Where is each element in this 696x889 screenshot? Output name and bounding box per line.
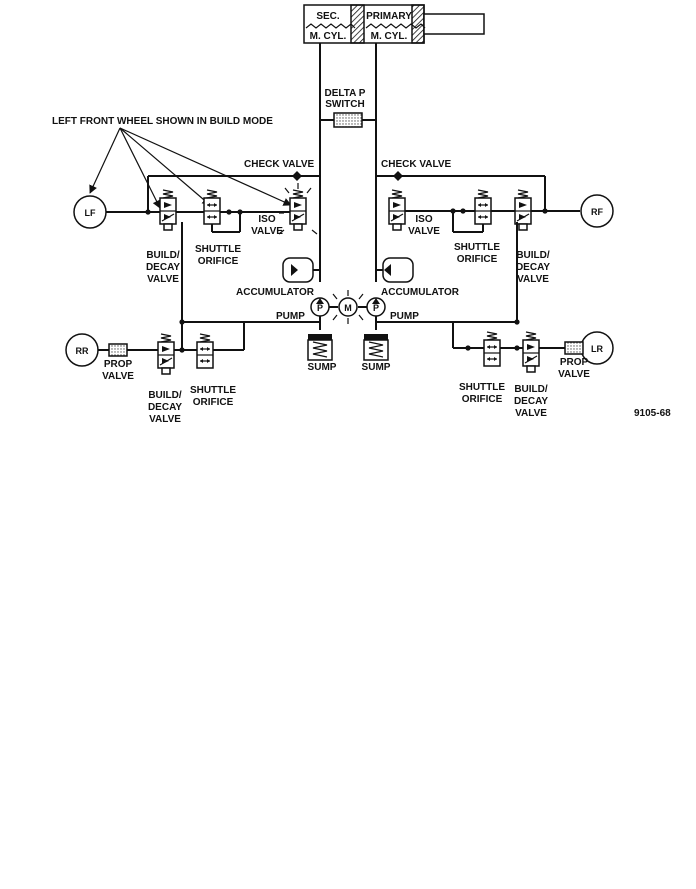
rf-shuttle-orifice [474, 189, 492, 225]
lr-prop-line1: PROP [560, 357, 589, 368]
left-pump-label: PUMP [276, 311, 305, 322]
lf-build-decay-valve [159, 189, 177, 231]
rr-prop-line1: PROP [104, 359, 133, 370]
rr-build-decay-line3: VALVE [149, 414, 181, 425]
lf-build-decay-line1: BUILD/ [146, 250, 180, 261]
left-accumulator: ACCUMULATOR [236, 287, 315, 298]
left-iso-line1: ISO [258, 214, 275, 225]
right-circuit: CHECK VALVE RF ISO VALVE SHUTTLE ORIFICE… [362, 120, 614, 419]
lf-build-decay-line2: DECAY [146, 262, 180, 273]
lr-prop-line2: VALVE [558, 369, 590, 380]
left-sump-label: SUMP [308, 362, 337, 373]
rr-build-decay-valve [157, 333, 175, 375]
primary-mcyl-line2: M. CYL. [371, 31, 408, 42]
rr-shuttle-orifice [196, 333, 214, 369]
rf-shuttle-line2: ORIFICE [457, 254, 498, 265]
lr-wheel: LR [591, 344, 603, 354]
right-iso-line1: ISO [415, 214, 432, 225]
right-sump-label: SUMP [362, 362, 391, 373]
callout-text: LEFT FRONT WHEEL SHOWN IN BUILD MODE [52, 116, 273, 127]
right-iso-valve [388, 189, 406, 231]
left-pump-symbol: P [317, 303, 323, 313]
rf-build-decay-line2: DECAY [516, 262, 550, 273]
right-pump-label: PUMP [390, 311, 419, 322]
delta-p-switch: DELTA P SWITCH [319, 43, 377, 128]
rf-wheel: RF [591, 207, 603, 217]
figure-id: 9105-68 [634, 408, 671, 419]
delta-p-line1: DELTA P [325, 88, 366, 99]
lf-build-decay-line3: VALVE [147, 274, 179, 285]
lf-shuttle-line1: SHUTTLE [195, 244, 241, 255]
left-circuit: CHECK VALVE LF BUILD/ DECAY VALVE SHUTTL… [65, 120, 337, 425]
right-pump-symbol: P [373, 303, 379, 313]
right-iso-line2: VALVE [408, 226, 440, 237]
lf-wheel: LF [85, 208, 96, 218]
left-sump [307, 333, 333, 361]
build-mode-callout: LEFT FRONT WHEEL SHOWN IN BUILD MODE [52, 116, 292, 209]
delta-p-line2: SWITCH [325, 99, 364, 110]
left-iso-valve [289, 189, 307, 231]
primary-mcyl-line1: PRIMARY [366, 11, 412, 22]
right-sump [363, 333, 389, 361]
right-accumulator: ACCUMULATOR [381, 287, 460, 298]
lr-prop-valve [564, 341, 584, 355]
lr-build-decay-line2: DECAY [514, 396, 548, 407]
rf-build-decay-line1: BUILD/ [516, 250, 550, 261]
lr-build-decay-line3: VALVE [515, 408, 547, 419]
sec-mcyl-line2: M. CYL. [310, 31, 347, 42]
master-cylinder: SEC. M. CYL. PRIMARY M. CYL. [303, 4, 485, 44]
left-iso-line2: VALVE [251, 226, 283, 237]
rr-shuttle-line1: SHUTTLE [190, 385, 236, 396]
sec-mcyl-line1: SEC. [316, 11, 340, 22]
lf-shuttle-line2: ORIFICE [198, 256, 239, 267]
check-valve-left: CHECK VALVE [244, 159, 315, 170]
check-valve-right: CHECK VALVE [381, 159, 452, 170]
rr-wheel: RR [76, 346, 89, 356]
rr-build-decay-line2: DECAY [148, 402, 182, 413]
rr-shuttle-line2: ORIFICE [193, 397, 234, 408]
lf-shuttle-orifice [203, 189, 221, 225]
rr-prop-valve [108, 343, 128, 357]
lr-shuttle-line2: ORIFICE [462, 394, 503, 405]
lr-shuttle-orifice [483, 331, 501, 367]
lr-shuttle-line1: SHUTTLE [459, 382, 505, 393]
rr-build-decay-line1: BUILD/ [148, 390, 182, 401]
lr-build-decay-valve [522, 331, 540, 373]
lr-build-decay-line1: BUILD/ [514, 384, 548, 395]
rf-shuttle-line1: SHUTTLE [454, 242, 500, 253]
motor-symbol: M [344, 303, 352, 313]
pump-motor: M [329, 290, 367, 324]
rr-prop-line2: VALVE [102, 371, 134, 382]
rf-build-decay-line3: VALVE [517, 274, 549, 285]
